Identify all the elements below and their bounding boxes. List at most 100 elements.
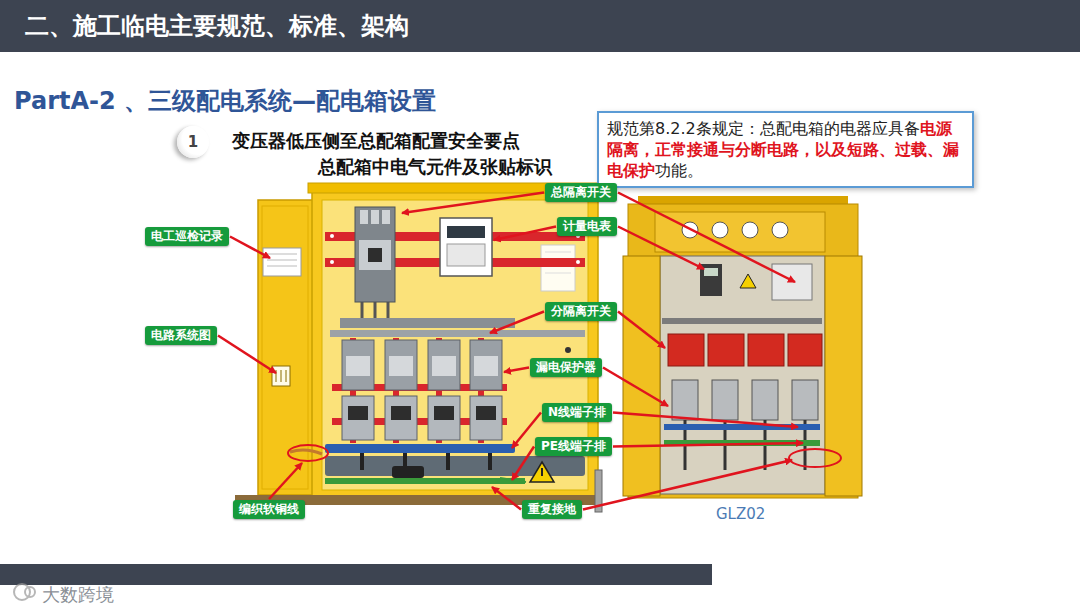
art-rect — [748, 334, 784, 366]
main-cabinet-illustration — [235, 183, 602, 512]
node-text: 编织软铜线 — [239, 502, 299, 516]
art-ellipse — [789, 449, 841, 467]
art-rect — [342, 396, 374, 440]
art-line — [361, 300, 364, 318]
art-rect — [476, 406, 496, 420]
art-rect — [792, 380, 818, 420]
art-rect — [660, 256, 825, 494]
art-line — [545, 252, 571, 253]
footer-bar — [0, 564, 712, 585]
leader-arrow — [613, 443, 803, 447]
art-rect — [330, 330, 585, 337]
cabinet-photo — [623, 196, 862, 498]
art-rect — [440, 218, 492, 276]
leader-arrow — [494, 227, 556, 241]
art-rect — [708, 334, 744, 366]
part-label: 计量电表 — [557, 217, 617, 236]
part-label: 总隔离开关 — [545, 183, 617, 202]
art-rect — [662, 318, 822, 324]
part-label: 重复接地 — [522, 500, 582, 519]
art-line — [267, 254, 297, 255]
art-rect — [263, 248, 301, 276]
part-label: 电工巡检记录 — [145, 227, 229, 246]
art-rect — [371, 210, 379, 224]
leader-arrow — [618, 312, 665, 349]
node-text: 重复接地 — [528, 502, 576, 516]
art-rect — [428, 340, 460, 390]
node-text: 功能。 — [655, 161, 703, 180]
art-rect — [389, 356, 413, 376]
part-label: 编织软铜线 — [233, 500, 305, 519]
art-circle — [330, 234, 334, 238]
art-rect — [360, 210, 368, 224]
regulation-note: 规范第8.2.2条规定：总配电箱的电器应具备电源隔离，正常接通与分断电路，以及短… — [597, 111, 974, 188]
leader-arrow — [613, 413, 798, 428]
art-rect — [470, 340, 502, 390]
art-line — [267, 266, 297, 267]
node-text: 1 — [188, 133, 198, 151]
art-rect — [752, 380, 778, 420]
leader-arrow — [603, 368, 668, 407]
leader-arrow — [583, 460, 792, 510]
art-rect — [262, 206, 308, 489]
art-circle — [772, 222, 788, 238]
part-label: PE线端子排 — [535, 437, 612, 456]
node-text: 漏电保护器 — [536, 360, 596, 374]
art-rect — [470, 396, 502, 440]
art-circle — [712, 222, 728, 238]
watermark-logo — [14, 584, 35, 600]
art-line — [374, 300, 377, 318]
art-rect — [348, 406, 368, 420]
art-ellipse — [288, 445, 328, 461]
art-rect — [272, 366, 290, 386]
leader-arrow — [490, 312, 544, 334]
model-number: GLZ02 — [716, 505, 765, 524]
art-rect — [342, 340, 374, 390]
art-rect — [704, 268, 718, 276]
art-rect — [392, 466, 424, 478]
art-rect — [346, 356, 370, 376]
art-line — [387, 300, 390, 318]
art-rect — [825, 256, 862, 496]
leader-arrow — [402, 193, 544, 214]
art-rect — [623, 256, 660, 496]
title-bar — [0, 0, 1080, 52]
leader-arrow — [504, 368, 529, 373]
art-rect — [368, 248, 382, 262]
node-text: 总隔离开关 — [551, 185, 611, 199]
part-label: 分隔离开关 — [545, 302, 617, 321]
art-circle — [742, 222, 758, 238]
leader-arrow — [618, 193, 795, 283]
art-rect — [359, 240, 391, 270]
art-rect — [340, 318, 515, 328]
node-text: 分隔离开关 — [551, 304, 611, 318]
art-rect — [447, 244, 485, 266]
leader-arrow — [269, 463, 302, 499]
branch-breakers — [332, 338, 507, 443]
leader-arrow — [492, 487, 521, 510]
art-rect — [434, 406, 454, 420]
art-rect — [541, 245, 575, 291]
art-circle — [330, 260, 334, 264]
art-rect — [325, 478, 525, 484]
art-path — [290, 450, 322, 454]
part-label: N线端子排 — [542, 403, 612, 422]
art-rect — [474, 356, 498, 376]
art-rect — [428, 396, 460, 440]
art-rect — [385, 340, 417, 390]
sub-heading: 变压器低压侧至总配箱配置安全要点 — [232, 129, 520, 152]
art-circle — [14, 584, 30, 600]
art-circle — [565, 347, 571, 353]
section-heading: PartA-2 、三级配电系统—配电箱设置 — [14, 86, 436, 116]
art-path — [740, 274, 756, 288]
art-rect — [382, 210, 390, 224]
art-rect — [672, 380, 698, 420]
art-circle — [25, 587, 35, 597]
art-rect — [668, 334, 704, 366]
node-text: 电路系统图 — [151, 328, 211, 342]
art-path — [362, 453, 490, 470]
leader-arrow — [618, 227, 704, 270]
art-rect — [391, 406, 411, 420]
art-rect — [447, 226, 485, 238]
leader-arrow — [218, 336, 276, 374]
